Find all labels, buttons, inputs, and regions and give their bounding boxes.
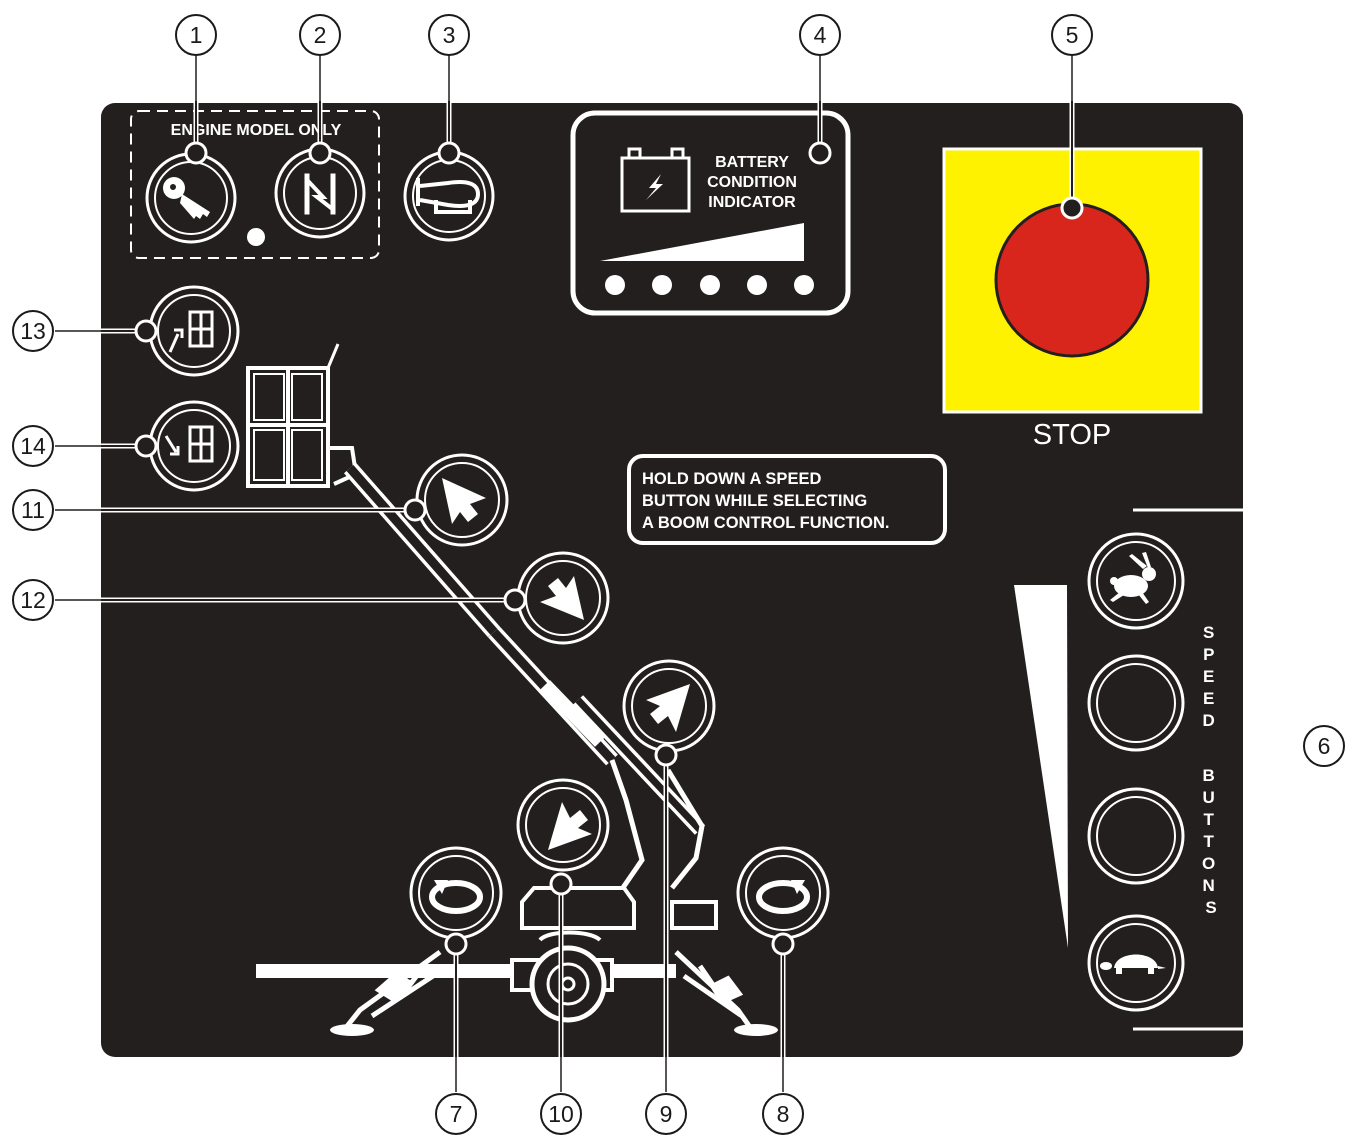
emergency-stop-button[interactable]: [942, 147, 1203, 414]
battery-icon: [620, 147, 691, 213]
svg-text:13: 13: [20, 318, 46, 344]
callout-11: 11: [12, 489, 54, 531]
battery-condition-indicator: BATTERY CONDITION INDICATOR: [570, 110, 851, 316]
secondary-boom-down-icon: [540, 576, 584, 620]
callout-13: 13: [12, 310, 54, 352]
speed-buttons-bracket: [1133, 508, 1303, 1031]
svg-text:2: 2: [314, 22, 327, 48]
battery-label-line-2: CONDITION: [707, 174, 797, 191]
callout-6: 6: [1303, 725, 1345, 767]
callout-14: 14: [12, 425, 54, 467]
primary-boom-up-icon: [548, 802, 592, 850]
stop-label: STOP: [1033, 419, 1111, 451]
svg-text:14: 14: [20, 433, 46, 459]
speed-button-slow[interactable]: [1087, 914, 1185, 1012]
turntable-graphic: [256, 886, 778, 1036]
glow-plug-indicator-light: [247, 228, 265, 246]
speed-button-fast[interactable]: [1087, 532, 1185, 630]
horn-icon: [416, 178, 481, 214]
turntable-rotate-left-icon: [429, 880, 483, 914]
battery-label-line-3: INDICATOR: [708, 194, 796, 211]
notice-line-1: HOLD DOWN A SPEED: [642, 470, 821, 488]
callout-12: 12: [12, 579, 54, 621]
platform-level-up-icon: [168, 310, 214, 353]
callout-endpoints: [134, 141, 1084, 956]
engine-model-label: ENGINE MODEL ONLY: [171, 122, 342, 139]
turtle-icon: [1100, 954, 1166, 974]
battery-led-4: [747, 275, 767, 295]
primary-boom-down-button[interactable]: [622, 659, 716, 753]
svg-text:4: 4: [814, 22, 827, 48]
emergency-stop-icon[interactable]: [994, 202, 1150, 358]
notice-line-2: BUTTON WHILE SELECTING: [642, 492, 867, 510]
svg-text:5: 5: [1066, 22, 1079, 48]
battery-level-ramp: [600, 223, 804, 261]
platform-level-down-button[interactable]: [148, 400, 240, 492]
callout-leader-lines-core: [101, 101, 1073, 1057]
engine-model-group: [130, 110, 380, 259]
battery-label-line-1: BATTERY: [715, 154, 789, 171]
callout-4: 4: [799, 14, 841, 56]
svg-text:8: 8: [777, 1101, 790, 1127]
primary-boom-up-button[interactable]: [516, 778, 610, 872]
callout-3: 3: [428, 14, 470, 56]
speed-ramp: [1014, 585, 1068, 948]
battery-led-1: [605, 275, 625, 295]
svg-text:3: 3: [443, 22, 456, 48]
callout-leader-lines-outside: [55, 55, 1073, 1092]
callout-9: 9: [645, 1093, 687, 1135]
rabbit-icon: [1110, 552, 1156, 604]
battery-led-2: [652, 275, 672, 295]
svg-text:9: 9: [660, 1101, 673, 1127]
speed-button-medium-fast[interactable]: [1087, 654, 1185, 752]
speed-notice: HOLD DOWN A SPEED BUTTON WHILE SELECTING…: [627, 454, 947, 545]
battery-led-5: [794, 275, 814, 295]
secondary-boom-down-button[interactable]: [516, 551, 610, 645]
callout-8: 8: [762, 1093, 804, 1135]
svg-text:10: 10: [548, 1101, 574, 1127]
boom-graphic: [343, 462, 706, 894]
platform-level-up-button[interactable]: [148, 285, 240, 377]
battery-led-3: [700, 275, 720, 295]
svg-text:7: 7: [450, 1101, 463, 1127]
svg-text:11: 11: [21, 497, 45, 523]
secondary-boom-up-button[interactable]: [415, 453, 509, 547]
primary-boom-down-icon: [646, 684, 690, 732]
callout-7: 7: [435, 1093, 477, 1135]
turntable-rotate-right-icon: [756, 880, 810, 914]
speed-button-medium-slow[interactable]: [1087, 787, 1185, 885]
callout-1: 1: [175, 14, 217, 56]
callout-5: 5: [1051, 14, 1093, 56]
secondary-boom-up-icon: [442, 478, 486, 524]
platform-level-down-icon: [164, 425, 214, 463]
speed-buttons-vertical-label: S P E E D B U T T O N S: [1202, 623, 1220, 917]
turntable-rotate-right-button[interactable]: [736, 846, 830, 940]
notice-line-3: A BOOM CONTROL FUNCTION.: [642, 514, 889, 532]
callout-2: 2: [299, 14, 341, 56]
glow-plug-icon: [304, 173, 336, 215]
platform-graphic: [246, 343, 359, 488]
svg-text:1: 1: [190, 22, 203, 48]
callout-10: 10: [540, 1093, 582, 1135]
turntable-rotate-left-button[interactable]: [409, 846, 503, 940]
svg-text:6: 6: [1318, 733, 1331, 759]
key-icon: [163, 177, 210, 219]
svg-text:12: 12: [20, 587, 46, 613]
